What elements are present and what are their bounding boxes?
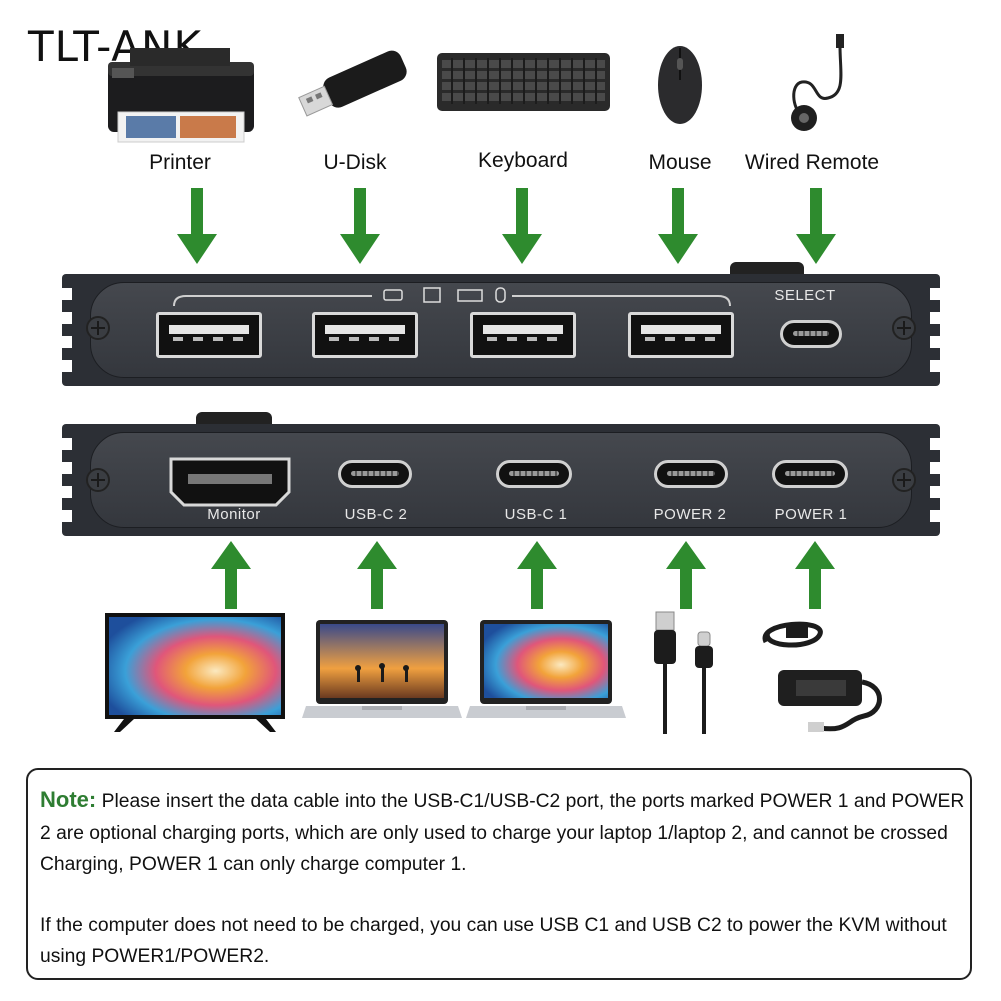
power-2-port[interactable] [654, 460, 728, 488]
arrow-up-icon [517, 541, 557, 609]
note-paragraph-2: If the computer does not need to be char… [40, 914, 947, 968]
port-label-monitor: Monitor [207, 506, 261, 523]
device-label-printer: Printer [149, 151, 211, 174]
usb-a-port-4[interactable] [628, 312, 734, 358]
device-label-mouse: Mouse [648, 151, 712, 174]
kvm-top-panel: SELECT [62, 274, 940, 386]
arrow-down-icon [796, 188, 836, 264]
arrow-down-icon [658, 188, 698, 264]
usb-drive-icon [298, 50, 407, 117]
select-button[interactable] [730, 262, 804, 276]
note-paragraph-1: Note: Please insert the data cable into … [40, 784, 970, 881]
port-label-power-1: POWER 1 [774, 506, 848, 523]
laptop-icon [466, 620, 626, 718]
port-label-usb-c-2: USB-C 2 [344, 506, 408, 523]
laptop-icon [302, 620, 462, 718]
hdmi-port[interactable] [168, 456, 292, 508]
power-1-port[interactable] [772, 460, 848, 488]
port-label-power-2: POWER 2 [653, 506, 727, 523]
bottom-button[interactable] [196, 412, 272, 426]
port-label-usb-c-1: USB-C 1 [504, 506, 568, 523]
note-body-1: Please insert the data cable into the US… [40, 791, 965, 875]
screw-icon [892, 316, 916, 340]
device-label-u-disk: U-Disk [323, 151, 387, 174]
arrow-up-icon [795, 541, 835, 609]
screw-icon [86, 316, 110, 340]
peripheral-indicator [173, 287, 731, 307]
select-label: SELECT [774, 287, 836, 304]
screw-icon [86, 468, 110, 492]
screw-icon [892, 468, 916, 492]
usb-a-port-1[interactable] [156, 312, 262, 358]
note-title: Note: [40, 787, 97, 812]
arrow-up-icon [211, 541, 251, 609]
arrow-up-icon [666, 541, 706, 609]
usb-a-port-2[interactable] [312, 312, 418, 358]
tv-icon [105, 613, 285, 732]
device-label-wired-remote: Wired Remote [744, 151, 880, 174]
note-box: Note: Please insert the data cable into … [26, 768, 972, 980]
keyboard-icon [437, 53, 610, 111]
kvm-bottom-panel: Monitor USB-C 2 USB-C 1 POWER 2 POWER 1 [62, 424, 940, 536]
arrow-down-icon [177, 188, 217, 264]
usb-c-2-port[interactable] [338, 460, 412, 488]
wired-remote-icon [791, 34, 844, 131]
usb-a-port-3[interactable] [470, 312, 576, 358]
note-text: Note: Please insert the data cable into … [40, 784, 970, 973]
arrow-down-icon [502, 188, 542, 264]
usb-cable-icon [654, 611, 713, 734]
mouse-icon [658, 46, 702, 124]
arrow-down-icon [340, 188, 380, 264]
printer-icon [108, 48, 254, 143]
arrow-up-icon [357, 541, 397, 609]
select-port[interactable] [780, 320, 842, 348]
device-label-keyboard: Keyboard [478, 149, 568, 172]
power-adapter-icon [762, 621, 882, 732]
usb-c-1-port[interactable] [496, 460, 572, 488]
